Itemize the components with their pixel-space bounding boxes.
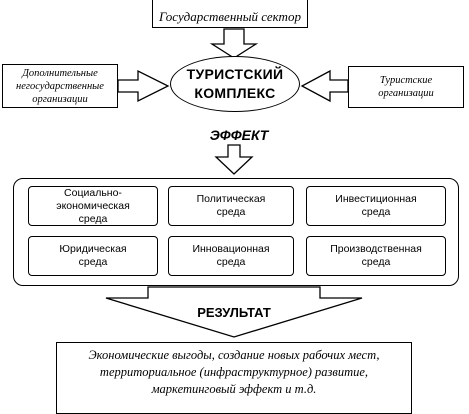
env-political: Политическая среда	[168, 186, 294, 226]
env-legal-line-1: Юридическая	[59, 243, 127, 255]
env-social-line-1: Социально-	[64, 186, 122, 199]
left-org-line-3: организации	[32, 93, 88, 105]
effect-label: ЭФФЕКТ	[209, 127, 269, 143]
additional-nongov-organizations-box: Дополнительные негосударственные организ…	[2, 64, 118, 108]
right-org-line-1: Туристские	[379, 75, 433, 86]
env-investment-line-1: Инвестиционная	[335, 193, 417, 205]
env-production-line-1: Производственная	[330, 243, 422, 255]
env-legal-line-2: среда	[78, 256, 108, 268]
complex-line-2: КОМПЛЕКС	[194, 85, 276, 101]
result-line-1: Экономические выгоды, создание новых раб…	[88, 347, 380, 362]
government-sector-box: Государственный сектор	[152, 0, 308, 28]
env-political-line-2: среда	[216, 206, 246, 218]
connector-arrows	[105, 28, 363, 338]
arrow-right-to-complex	[300, 69, 349, 103]
government-sector-label: Государственный сектор	[159, 9, 301, 24]
tourist-organizations-box: Туристские организации	[348, 66, 464, 108]
env-social-line-2: экономическая	[56, 199, 130, 212]
result-label: РЕЗУЛЬТАТ	[197, 305, 271, 320]
env-innovation-line-2: среда	[216, 256, 246, 268]
env-political-line-1: Политическая	[196, 193, 266, 205]
env-innovation-line-1: Инновационная	[192, 243, 270, 255]
tourist-complex-ellipse: ТУРИСТСКИЙ КОМПЛЕКС	[170, 56, 300, 112]
environments-container	[13, 178, 459, 286]
left-org-line-1: Дополнительные	[22, 67, 98, 79]
env-investment: Инвестиционная среда	[306, 186, 446, 226]
left-org-line-2: негосударственные	[16, 80, 104, 92]
env-investment-line-2: среда	[361, 206, 391, 218]
env-social-economic: Социально- экономическая среда	[28, 186, 158, 226]
arrow-effect	[214, 144, 254, 175]
arrow-result	[105, 286, 363, 338]
right-org-line-2: организации	[378, 88, 434, 99]
result-box: Экономические выгоды, создание новых раб…	[56, 342, 412, 414]
arrow-left-to-complex	[117, 69, 170, 103]
env-production-line-2: среда	[361, 256, 391, 268]
arrow-gov-to-complex	[209, 28, 259, 59]
env-innovation: Инновационная среда	[168, 236, 294, 276]
result-line-3: маркетинговый эффект и т.д.	[151, 381, 317, 396]
complex-line-1: ТУРИСТСКИЙ	[186, 66, 284, 82]
env-social-line-3: среда	[78, 212, 108, 225]
env-legal: Юридическая среда	[28, 236, 158, 276]
env-production: Производственная среда	[306, 236, 446, 276]
result-line-2: территориальное (инфраструктурное) разви…	[99, 364, 369, 379]
